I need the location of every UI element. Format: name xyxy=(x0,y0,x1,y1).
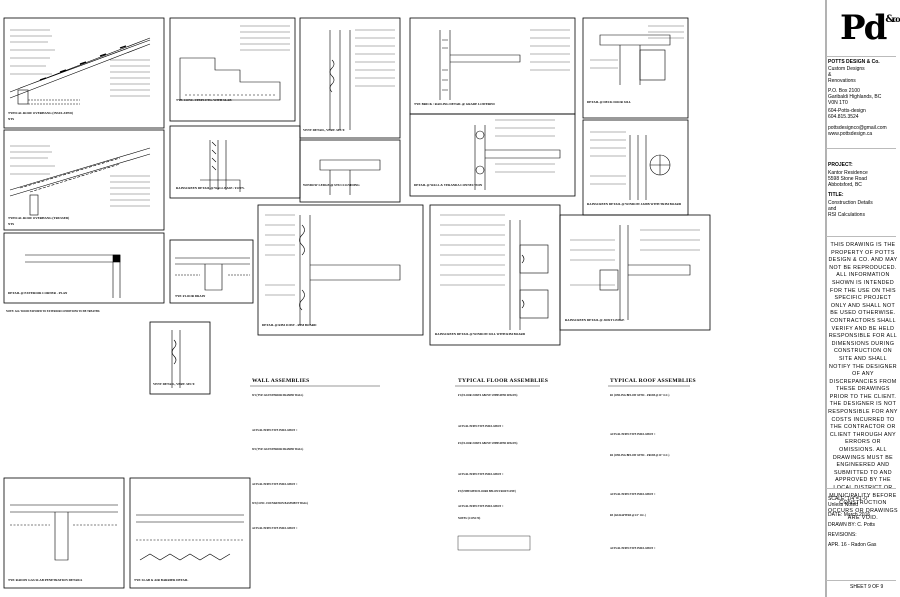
detail-frame-vent-wall xyxy=(299,17,401,139)
roof-assemblies: TYPICAL ROOF ASSEMBLIES R1 (CEILING BELO… xyxy=(610,378,730,551)
schedule-item: W3 (CONC. FOUNDATION BASEMENT WALL) ACTU… xyxy=(252,502,309,531)
date: DATE: March 2016 xyxy=(828,512,871,518)
detail-title-conc-steps: TYP. CONC. STEPS FTG. WITH SLAB xyxy=(176,98,232,102)
detail-title-rainscreen-wall: RAINSCREEN DETAIL @ WALL BASE / FOTN. xyxy=(176,186,245,190)
detail-frame-rim-joist xyxy=(257,204,424,336)
detail-title-veranda: DETAIL @ WALL & VERANDA CONNECTION xyxy=(414,183,483,187)
detail-frame-rainscreen-window xyxy=(582,119,689,216)
sheet-number: SHEET 9 OF 9 xyxy=(850,584,884,590)
firm-email: pottsdesignco@gmail.com www.pottsdesign.… xyxy=(828,125,887,137)
detail-title-vent-wall-2: VENT DETAIL, VERT. SECT. xyxy=(153,382,196,386)
general-note: NOTE: ALL WOOD EXPOSED TO EXTERIOR CONDI… xyxy=(6,310,101,313)
detail-frame-exterior-corner xyxy=(3,232,165,304)
drawn-by: DRAWN BY: C. Potts xyxy=(828,522,876,528)
detail-title-brick-railing: TYP. BRICK / RAILING DETAIL @ GRADE LOWE… xyxy=(414,102,495,106)
detail-title-window-sill: RAINSCREEN DETAIL @ WINDOW SILL WITH RIM… xyxy=(435,332,526,336)
firm-phone: 604-Potts-design 604.815.3524 xyxy=(828,108,866,120)
detail-nts: NTS xyxy=(8,117,15,121)
detail-frame-roof-trussed xyxy=(3,129,165,231)
detail-title-slab-barrier: TYP. SLAB & AIR BARRIER DETAIL xyxy=(134,578,189,582)
title-value: Construction Details and RSI Calculation… xyxy=(828,200,873,218)
revisions-label: REVISIONS: xyxy=(828,532,857,538)
detail-frame-roof-insulated xyxy=(3,17,165,129)
disclaimer: This drawing is the property of Potts De… xyxy=(828,242,898,522)
firm-name: POTTS DESIGN & Co. xyxy=(828,59,880,65)
detail-title-radon: TYP. RADON GAS SLAB PENETRATION DETAILS xyxy=(8,578,83,582)
detail-title-roof-trussed: TYPICAL ROOF OVERHANG (TRUSSED) xyxy=(8,216,70,220)
detail-title-exterior-corner: DETAIL @ EXTERIOR CORNER - PLAN xyxy=(8,291,68,295)
detail-title-door-sill: DETAIL @ DECK DOOR SILL xyxy=(587,100,631,104)
schedule-item: F3 (UNHEATED FLOORS BELOW FROST LINE) AC… xyxy=(458,490,516,509)
schedule-item: F1 (FLOOR JOISTS ABOVE UNHEATED SPACES) … xyxy=(458,394,518,429)
detail-frame-door-sill xyxy=(582,17,689,119)
schedule-item: W2 (TYP. 2x6 EXTERIOR FRAMED WALL) ACTUA… xyxy=(252,448,304,487)
detail-frame-vent-wall-2 xyxy=(149,321,211,395)
detail-frame-slab-barrier xyxy=(129,477,251,589)
firm-logo: Pd&co xyxy=(840,8,900,48)
schedule-item: R2 (CEILING BELOW ATTIC - FROM @ 24" O.C… xyxy=(610,454,670,497)
wall-assemblies: WALL ASSEMBLIES W1 (TYP. 2x6 EXTERIOR FR… xyxy=(252,378,452,531)
detail-frame-conc-steps xyxy=(169,17,296,122)
project-label: PROJECT: xyxy=(828,162,853,168)
schedule-item: W1 (TYP. 2x6 EXTERIOR FRAMED WALL) ACTUA… xyxy=(252,394,304,433)
detail-frame-brick-railing xyxy=(409,17,576,115)
detail-title-window-ledge: WINDOW LEDGE @ STUCCO/SIDING xyxy=(303,183,360,187)
detail-nts: NTS xyxy=(8,222,15,226)
detail-title-roof-insulated: TYPICAL ROOF OVERHANG (INSULATED) xyxy=(8,111,73,115)
detail-frame-rainscreen-joist xyxy=(559,214,711,331)
floor-notes-title: NOTES: (CONC'D) xyxy=(458,516,481,520)
floor-assemblies-title: TYPICAL FLOOR ASSEMBLIES xyxy=(458,378,549,384)
revision-1: APR. 16 - Radon Gas xyxy=(828,542,877,548)
wall-assemblies-title: WALL ASSEMBLIES xyxy=(252,378,310,384)
detail-title-floor-drain: TYP. FLOOR DRAIN xyxy=(175,294,206,298)
detail-frame-radon xyxy=(3,477,125,589)
project-value: Kantor Residence 5598 Stone Road Abbotsf… xyxy=(828,170,868,188)
detail-title-rainscreen-joist: RAINSCREEN DETAIL @ JOIST LEDGE xyxy=(565,318,625,322)
schedule-item: R3 (2x6 RAFTERS @ 24" O.C.) ACTUAL EFFEC… xyxy=(610,514,656,551)
detail-frame-window-ledge xyxy=(299,139,401,203)
floor-assemblies: TYPICAL FLOOR ASSEMBLIES F1 (FLOOR JOIST… xyxy=(458,378,598,520)
detail-frame-veranda xyxy=(409,113,576,197)
detail-title-rim-joist: DETAIL @ RIM JOIST - RIM BOARD xyxy=(262,323,317,327)
roof-assemblies-title: TYPICAL ROOF ASSEMBLIES xyxy=(610,378,696,384)
detail-title-rainscreen-window: RAINSCREEN DETAIL @ WINDOW JAMB WITH TRI… xyxy=(587,202,682,206)
detail-title-vent-wall: VENT DETAIL, VERT. SECT. xyxy=(303,128,346,132)
schedule-item: R1 (CEILING BELOW ATTIC - FROM @ 24" O.C… xyxy=(610,394,670,437)
schedule-item: F2 (FLOOR JOISTS ABOVE UNHEATED SPACES) … xyxy=(458,442,518,477)
title-block: Pd&co POTTS DESIGN & Co. Custom Designs … xyxy=(826,0,900,597)
firm-tagline: Custom Designs & Renovations xyxy=(828,66,865,84)
firm-address: P.O. Box 2100 Garibaldi Highlands, BC V0… xyxy=(828,88,882,106)
detail-frame-floor-drain xyxy=(169,239,254,304)
scale: SCALE: 1/4"=1'-0" Unless Noted xyxy=(828,496,869,508)
title-label: TITLE: xyxy=(828,192,844,198)
